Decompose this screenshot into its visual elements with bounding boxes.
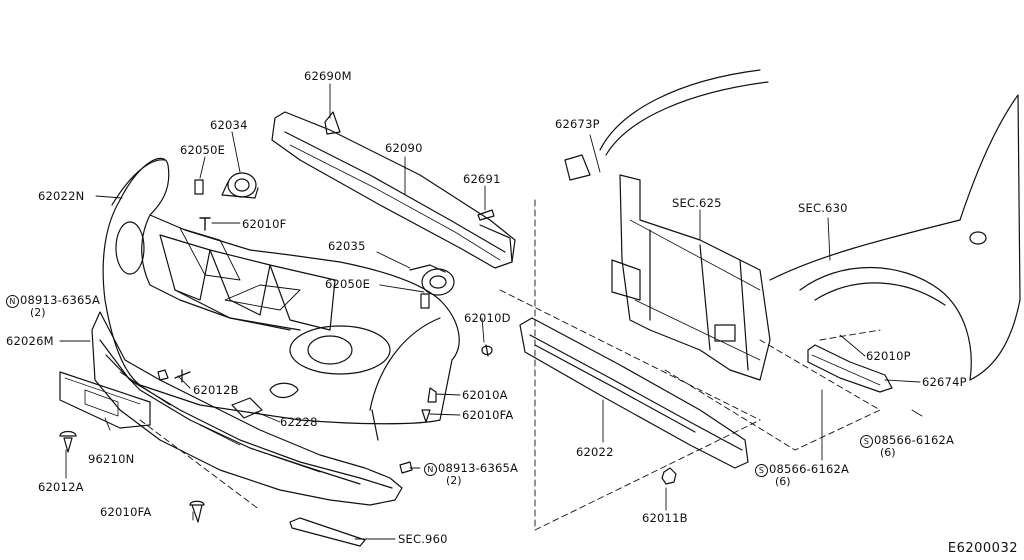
bracket-62674p-drawing	[807, 344, 893, 393]
label-62010a: 62010A	[462, 388, 508, 402]
nut-symbol-icon: N	[424, 463, 437, 476]
absorber-62022-drawing	[519, 317, 749, 469]
screw-symbol-icon: S	[860, 435, 873, 448]
diagram-code: E6200032	[947, 541, 1018, 556]
core-support-drawing	[564, 69, 771, 381]
label-62673p: 62673P	[555, 117, 600, 131]
label-62050e-top: 62050E	[180, 143, 226, 157]
label-62010d: 62010D	[464, 311, 511, 325]
label-sec960: SEC.960	[398, 532, 448, 546]
label-62010fa-bottom: 62010FA	[100, 505, 152, 519]
label-62022n: 62022N	[38, 189, 85, 203]
label-sec630: SEC.630	[798, 201, 848, 215]
label-96210n: 96210N	[88, 452, 135, 466]
label-62022: 62022	[576, 445, 614, 459]
screw-symbol-icon: S	[755, 464, 768, 477]
fender-drawing	[769, 94, 1021, 381]
label-62228: 62228	[280, 415, 318, 429]
part-number: 08566-6162A	[874, 433, 955, 447]
part-number: 08566-6162A	[769, 462, 850, 476]
label-62090: 62090	[385, 141, 423, 155]
label-62026m: 62026M	[6, 334, 54, 348]
label-62010fa-mid: 62010FA	[462, 408, 514, 422]
label-62674p: 62674P	[922, 375, 967, 389]
reinforcement-62090-drawing	[271, 111, 516, 269]
label-62691: 62691	[463, 172, 501, 186]
bumper-fascia-drawing	[102, 157, 460, 441]
part-number: 08913-6365A	[438, 461, 519, 475]
qty-08566-right: (6)	[880, 446, 896, 459]
label-sec625: SEC.625	[672, 196, 722, 210]
leader-lines	[59, 83, 923, 540]
label-62012b: 62012B	[193, 383, 239, 397]
label-62012a: 62012A	[38, 480, 84, 494]
label-62034: 62034	[210, 118, 248, 132]
qty-08913-bottom: (2)	[446, 474, 462, 487]
label-62050e-mid: 62050E	[325, 277, 371, 291]
qty-08913-left: (2)	[30, 306, 46, 319]
dashed-guides	[139, 199, 881, 531]
qty-08566-mid: (6)	[775, 475, 791, 488]
label-62690m: 62690M	[304, 69, 352, 83]
label-62010f: 62010F	[242, 217, 287, 231]
label-62011b: 62011B	[642, 511, 688, 525]
bumper-lower-drawing	[59, 311, 403, 506]
brackets-drawing	[59, 111, 677, 547]
part-number: 08913-6365A	[20, 293, 101, 307]
label-62035: 62035	[328, 239, 366, 253]
nut-symbol-icon: N	[6, 295, 19, 308]
label-62010p: 62010P	[866, 349, 911, 363]
